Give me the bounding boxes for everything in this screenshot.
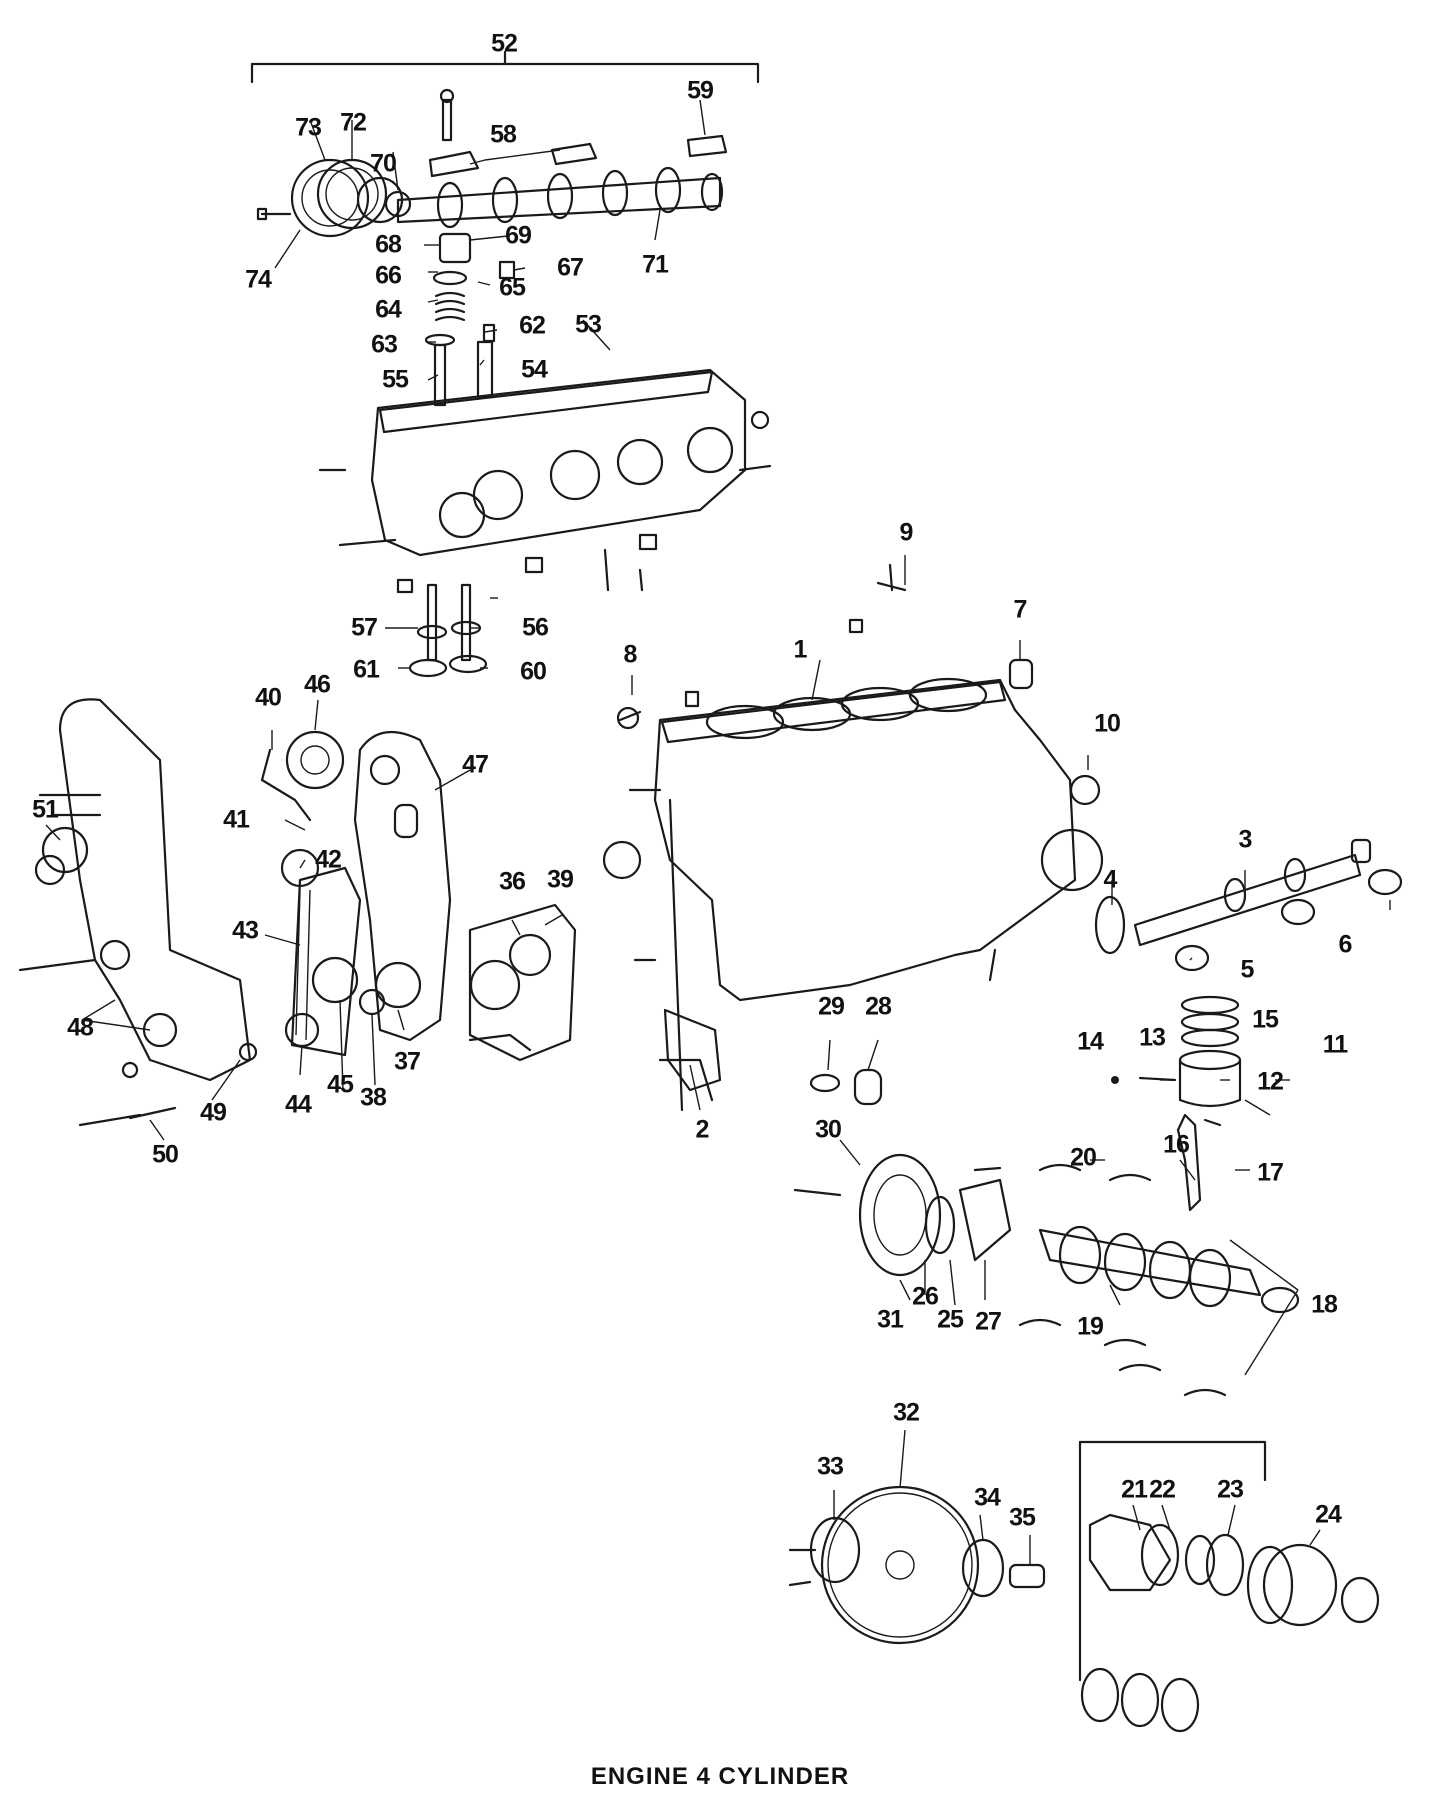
callout-7: 7 (1013, 595, 1028, 624)
callout-54: 54 (521, 355, 548, 384)
callout-68: 68 (375, 230, 402, 259)
callout-40: 40 (255, 683, 282, 712)
callout-69: 69 (505, 221, 532, 250)
callout-28: 28 (865, 992, 892, 1021)
callout-42: 42 (315, 845, 342, 874)
drive-gears (1078, 1440, 1380, 1733)
callout-21: 21 (1121, 1475, 1148, 1504)
callout-59: 59 (687, 76, 714, 105)
intermediate-shaft (1094, 838, 1403, 972)
callout-38: 38 (360, 1083, 387, 1112)
callout-25: 25 (937, 1305, 964, 1334)
callout-62: 62 (519, 311, 546, 340)
callout-34: 34 (974, 1483, 1001, 1512)
callout-52: 52 (491, 29, 518, 58)
callout-36: 36 (499, 867, 526, 896)
callout-32: 32 (893, 1398, 920, 1427)
oil-pump (468, 903, 577, 1062)
callout-18: 18 (1311, 1290, 1338, 1319)
callout-31: 31 (877, 1305, 904, 1334)
callout-72: 72 (340, 108, 367, 137)
crank-pulley-seals (793, 1068, 1012, 1277)
callout-1: 1 (793, 635, 808, 664)
callout-46: 46 (304, 670, 331, 699)
callout-5: 5 (1240, 955, 1255, 984)
callout-45: 45 (327, 1070, 354, 1099)
callout-20: 20 (1070, 1143, 1097, 1172)
callout-26: 26 (912, 1282, 939, 1311)
callout-60: 60 (520, 657, 547, 686)
valve-train (424, 232, 516, 407)
callout-55: 55 (382, 365, 409, 394)
callout-61: 61 (353, 655, 380, 684)
callout-4: 4 (1103, 865, 1118, 894)
callout-16: 16 (1163, 1130, 1190, 1159)
callout-65: 65 (499, 273, 526, 302)
crankshaft (1018, 1163, 1300, 1397)
callout-67: 67 (557, 253, 584, 282)
flywheel (788, 1485, 1046, 1645)
callout-49: 49 (200, 1098, 227, 1127)
callout-73: 73 (295, 113, 322, 142)
callout-8: 8 (623, 640, 638, 669)
callout-24: 24 (1315, 1500, 1342, 1529)
callout-35: 35 (1009, 1503, 1036, 1532)
callout-66: 66 (375, 261, 402, 290)
leader-lines (45, 99, 1391, 1565)
cylinder-head-group-bracket (250, 50, 760, 84)
callout-2: 2 (695, 1115, 710, 1144)
callout-50: 50 (152, 1140, 179, 1169)
callout-12: 12 (1257, 1067, 1284, 1096)
callout-56: 56 (522, 613, 549, 642)
callout-9: 9 (899, 518, 914, 547)
cam-bearing-caps (428, 88, 728, 178)
callout-39: 39 (547, 865, 574, 894)
callout-58: 58 (490, 120, 517, 149)
callout-30: 30 (815, 1115, 842, 1144)
callout-10: 10 (1094, 709, 1121, 738)
callout-51: 51 (32, 795, 59, 824)
callout-6: 6 (1338, 930, 1353, 959)
engine-block (602, 563, 1104, 1112)
callout-29: 29 (818, 992, 845, 1021)
callout-15: 15 (1252, 1005, 1279, 1034)
callout-74: 74 (245, 265, 272, 294)
callout-44: 44 (285, 1090, 312, 1119)
cylinder-head (318, 368, 772, 594)
callout-70: 70 (370, 149, 397, 178)
timing-belt-assembly (260, 730, 386, 1057)
timing-backplate (353, 730, 452, 1042)
callout-43: 43 (232, 916, 259, 945)
timing-cover (18, 698, 258, 1127)
callout-41: 41 (223, 805, 250, 834)
callout-23: 23 (1217, 1475, 1244, 1504)
camshaft (396, 166, 724, 229)
callout-3: 3 (1238, 825, 1253, 854)
callout-17: 17 (1257, 1158, 1284, 1187)
diagram-caption: ENGINE 4 CYLINDER (590, 1763, 850, 1790)
callout-14: 14 (1077, 1027, 1104, 1056)
callout-37: 37 (394, 1047, 421, 1076)
piston-assembly (1111, 995, 1242, 1212)
main-bearing-cap (663, 1008, 722, 1092)
callout-47: 47 (462, 750, 489, 779)
callout-53: 53 (575, 310, 602, 339)
callout-22: 22 (1149, 1475, 1176, 1504)
callout-64: 64 (375, 295, 402, 324)
callout-13: 13 (1139, 1023, 1166, 1052)
callout-33: 33 (817, 1452, 844, 1481)
callout-48: 48 (67, 1013, 94, 1042)
callout-19: 19 (1077, 1312, 1104, 1341)
valves (408, 583, 488, 678)
callout-63: 63 (371, 330, 398, 359)
callout-71: 71 (642, 250, 669, 279)
callout-11: 11 (1322, 1030, 1348, 1059)
callout-57: 57 (351, 613, 378, 642)
callout-27: 27 (975, 1307, 1002, 1336)
